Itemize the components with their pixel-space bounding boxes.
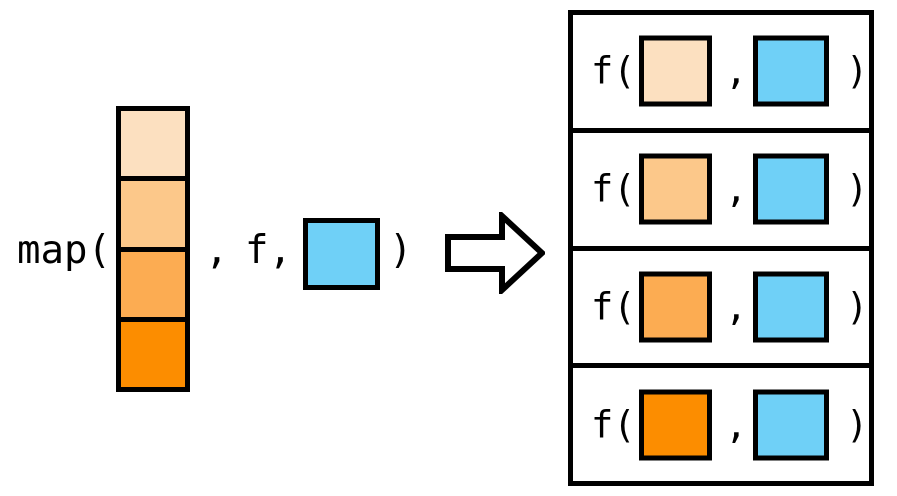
collection-cell: [121, 111, 185, 182]
row-call-label: f(: [591, 403, 636, 447]
result-row: f( , ): [573, 15, 869, 133]
row-close-label: ): [846, 49, 869, 93]
row-close-label: ): [846, 403, 869, 447]
value-square-blue: [303, 218, 380, 290]
result-panel: f( , ) f( , ) f( , ) f( , ): [568, 10, 874, 486]
row-blue-square: [753, 271, 829, 343]
row-call-label: f(: [591, 285, 636, 329]
function-argument-label: f,: [245, 228, 292, 273]
result-row: f( , ): [573, 133, 869, 251]
result-row: f( , ): [573, 251, 869, 369]
transform-arrow-icon: [445, 209, 547, 297]
row-call-label: f(: [591, 167, 636, 211]
result-row: f( , ): [573, 368, 869, 481]
collection-cell: [121, 181, 185, 252]
row-close-label: ): [846, 167, 869, 211]
map-expression: map( , f, ): [0, 0, 430, 496]
row-comma-label: ,: [725, 49, 748, 93]
row-call-label: f(: [591, 49, 636, 93]
argument-separator-comma: ,: [205, 228, 229, 273]
row-orange-square: [639, 389, 712, 461]
row-blue-square: [753, 389, 829, 461]
collection-cell: [121, 251, 185, 322]
input-collection: [116, 106, 190, 392]
collection-cell: [121, 321, 185, 387]
row-orange-square: [639, 35, 712, 107]
row-blue-square: [753, 35, 829, 107]
row-orange-square: [639, 153, 712, 225]
row-blue-square: [753, 153, 829, 225]
map-close-paren-label: ): [389, 228, 413, 273]
row-comma-label: ,: [725, 167, 748, 211]
map-open-label: map(: [17, 228, 111, 273]
row-close-label: ): [846, 285, 869, 329]
row-comma-label: ,: [725, 285, 748, 329]
row-comma-label: ,: [725, 403, 748, 447]
row-orange-square: [639, 271, 712, 343]
